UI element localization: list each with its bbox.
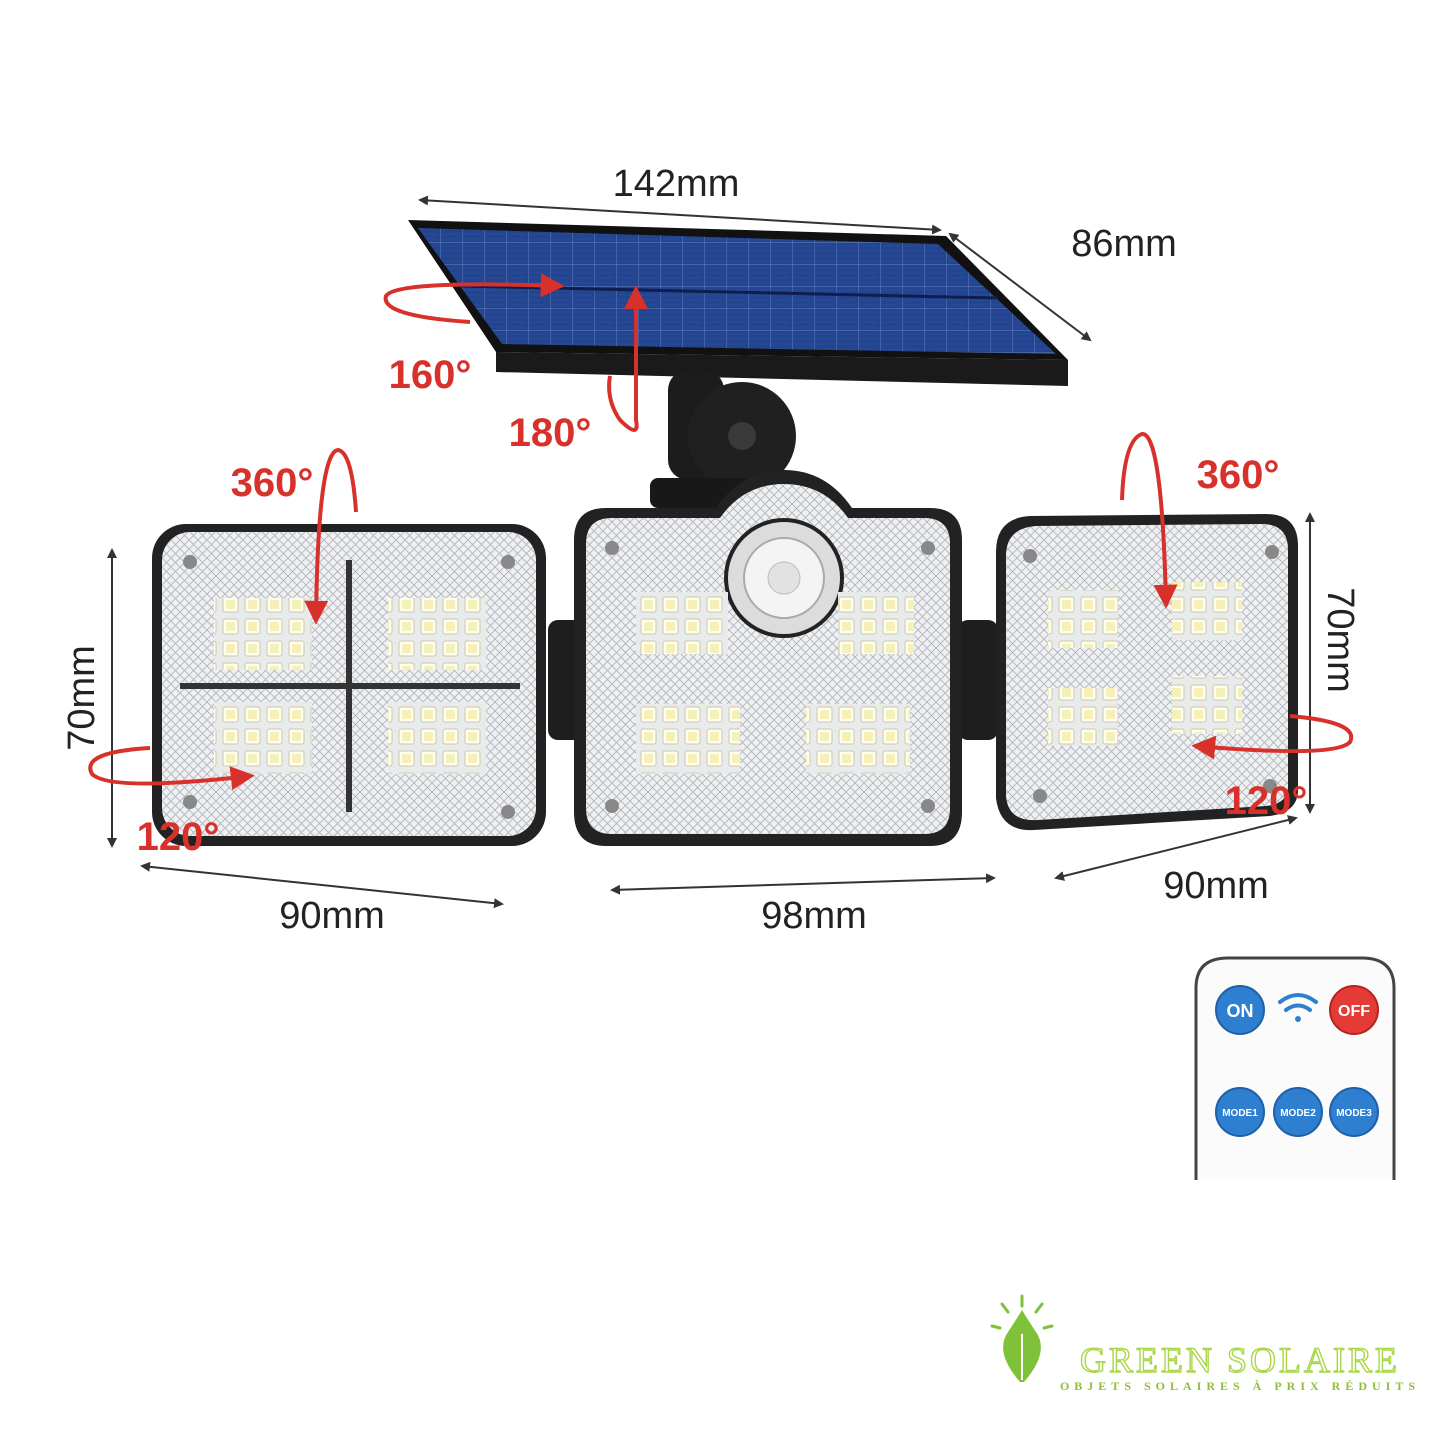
center-lamp-head [574, 470, 962, 846]
brand-name: GREEN SOLAIRE [1080, 1340, 1400, 1380]
left-width-line [140, 861, 504, 909]
led-array [1048, 688, 1118, 746]
remote-off-button[interactable]: OFF [1329, 985, 1379, 1035]
panel-depth-label: 86mm [1071, 223, 1177, 265]
remote-mode2-label: MODE2 [1280, 1108, 1316, 1119]
right-width-line [1054, 815, 1298, 881]
panel-horizontal-angle-label: 160° [389, 353, 472, 397]
led-array [214, 598, 312, 670]
brand-logo: GREEN SOLAIRE OBJETS SOLAIRES À PRIX RÉD… [990, 1294, 1420, 1393]
center-width-line [610, 873, 996, 895]
led-array [636, 592, 728, 654]
panel-width-label: 142mm [613, 163, 740, 205]
solar-panel [408, 220, 1068, 386]
left-width-label: 90mm [279, 895, 385, 937]
remote-on-label: ON [1227, 1001, 1254, 1021]
brand-tagline: OBJETS SOLAIRES À PRIX RÉDUITS [1060, 1379, 1420, 1393]
panel-depth-line [948, 232, 1092, 342]
right-vertical-angle-label: 360° [1197, 453, 1280, 497]
left-lamp-head [152, 524, 546, 846]
leaf-bulb-icon [990, 1294, 1054, 1382]
left-vertical-angle-label: 360° [231, 461, 314, 505]
remote-mode1-button[interactable]: MODE1 [1215, 1087, 1265, 1137]
led-array [636, 704, 740, 774]
left-vertical-rotation-arrow [304, 447, 358, 625]
led-array [1172, 582, 1242, 640]
right-width-label: 90mm [1163, 865, 1269, 907]
right-horizontal-angle-label: 120° [1225, 779, 1308, 823]
panel-width-line [418, 195, 942, 235]
wifi-signal-icon [1278, 993, 1318, 1022]
panel-horizontal-rotation-arrow [383, 273, 565, 324]
remote-mode3-button[interactable]: MODE3 [1329, 1087, 1379, 1137]
led-array [1172, 676, 1242, 734]
left-horizontal-angle-label: 120° [137, 815, 220, 859]
led-array [388, 598, 486, 670]
left-height-label: 70mm [61, 645, 103, 751]
remote-off-label: OFF [1338, 1003, 1370, 1020]
led-array [806, 704, 910, 774]
remote-mode2-button[interactable]: MODE2 [1273, 1087, 1323, 1137]
right-height-label: 70mm [1319, 587, 1361, 693]
rotation-arrows [88, 273, 1354, 791]
led-array [838, 592, 914, 654]
remote-mode1-label: MODE1 [1222, 1108, 1258, 1119]
remote-mode3-label: MODE3 [1336, 1108, 1372, 1119]
panel-vertical-rotation-arrow [607, 285, 648, 432]
led-array [388, 702, 486, 774]
remote-on-button[interactable]: ON [1215, 985, 1265, 1035]
led-array [214, 702, 312, 774]
right-horizontal-rotation-arrow [1191, 714, 1354, 760]
center-width-label: 98mm [761, 895, 867, 937]
panel-vertical-angle-label: 180° [509, 411, 592, 455]
right-vertical-rotation-arrow [1120, 432, 1178, 609]
dimension-lines [107, 195, 1315, 909]
led-array [1048, 590, 1118, 648]
left-horizontal-rotation-arrow [88, 746, 255, 791]
remote-control: ON OFF MODE1 MODE2 MODE3 [1194, 956, 1396, 1180]
